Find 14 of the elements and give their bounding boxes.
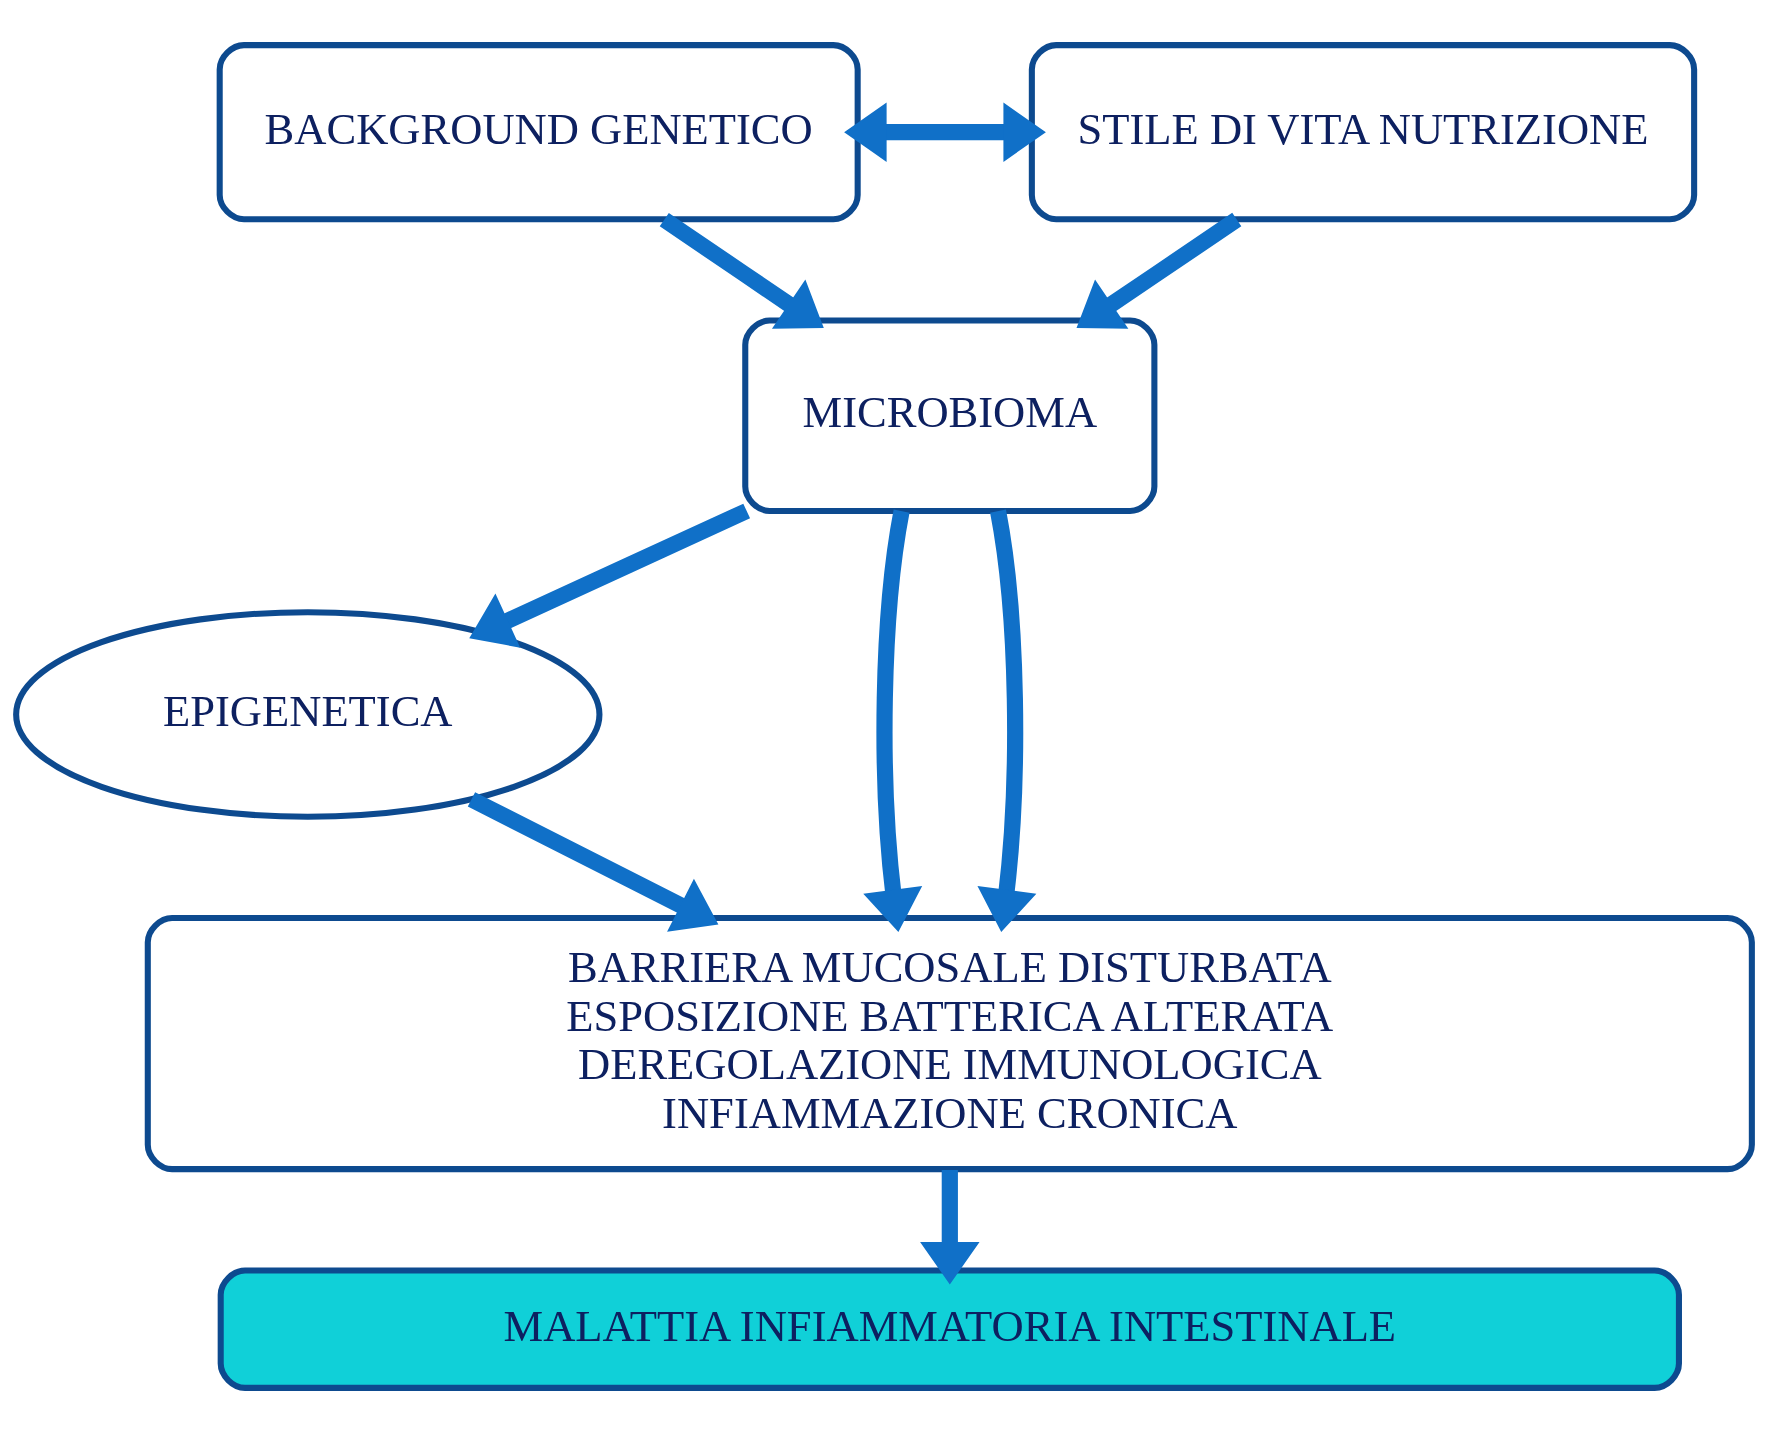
- arrow: [977, 509, 1037, 932]
- arrow: [659, 212, 824, 329]
- node-box: MICROBIOMA: [742, 317, 1158, 514]
- node-box: STILE DI VITA NUTRIZIONE: [1028, 41, 1698, 222]
- arrow: [467, 791, 719, 932]
- arrow: [863, 509, 923, 932]
- node-box: MALATTIA INFIAMMATORIA INTESTINALE: [217, 1266, 1682, 1391]
- node-ellipse: EPIGENETICA: [13, 608, 603, 820]
- arrow: [920, 1169, 980, 1284]
- arrow: [469, 503, 751, 648]
- node-box: BARRIERA MUCOSALE DISTURBATA ESPOSIZIONE BATTERICA ALTERATA DEREGOLAZIONE IMMUNOLOGICA INFIAMMAZIONE CRONICA: [144, 914, 1755, 1172]
- node-box: BACKGROUND GENETICO: [216, 41, 861, 222]
- arrow: [1076, 212, 1242, 329]
- arrow: [844, 101, 1046, 162]
